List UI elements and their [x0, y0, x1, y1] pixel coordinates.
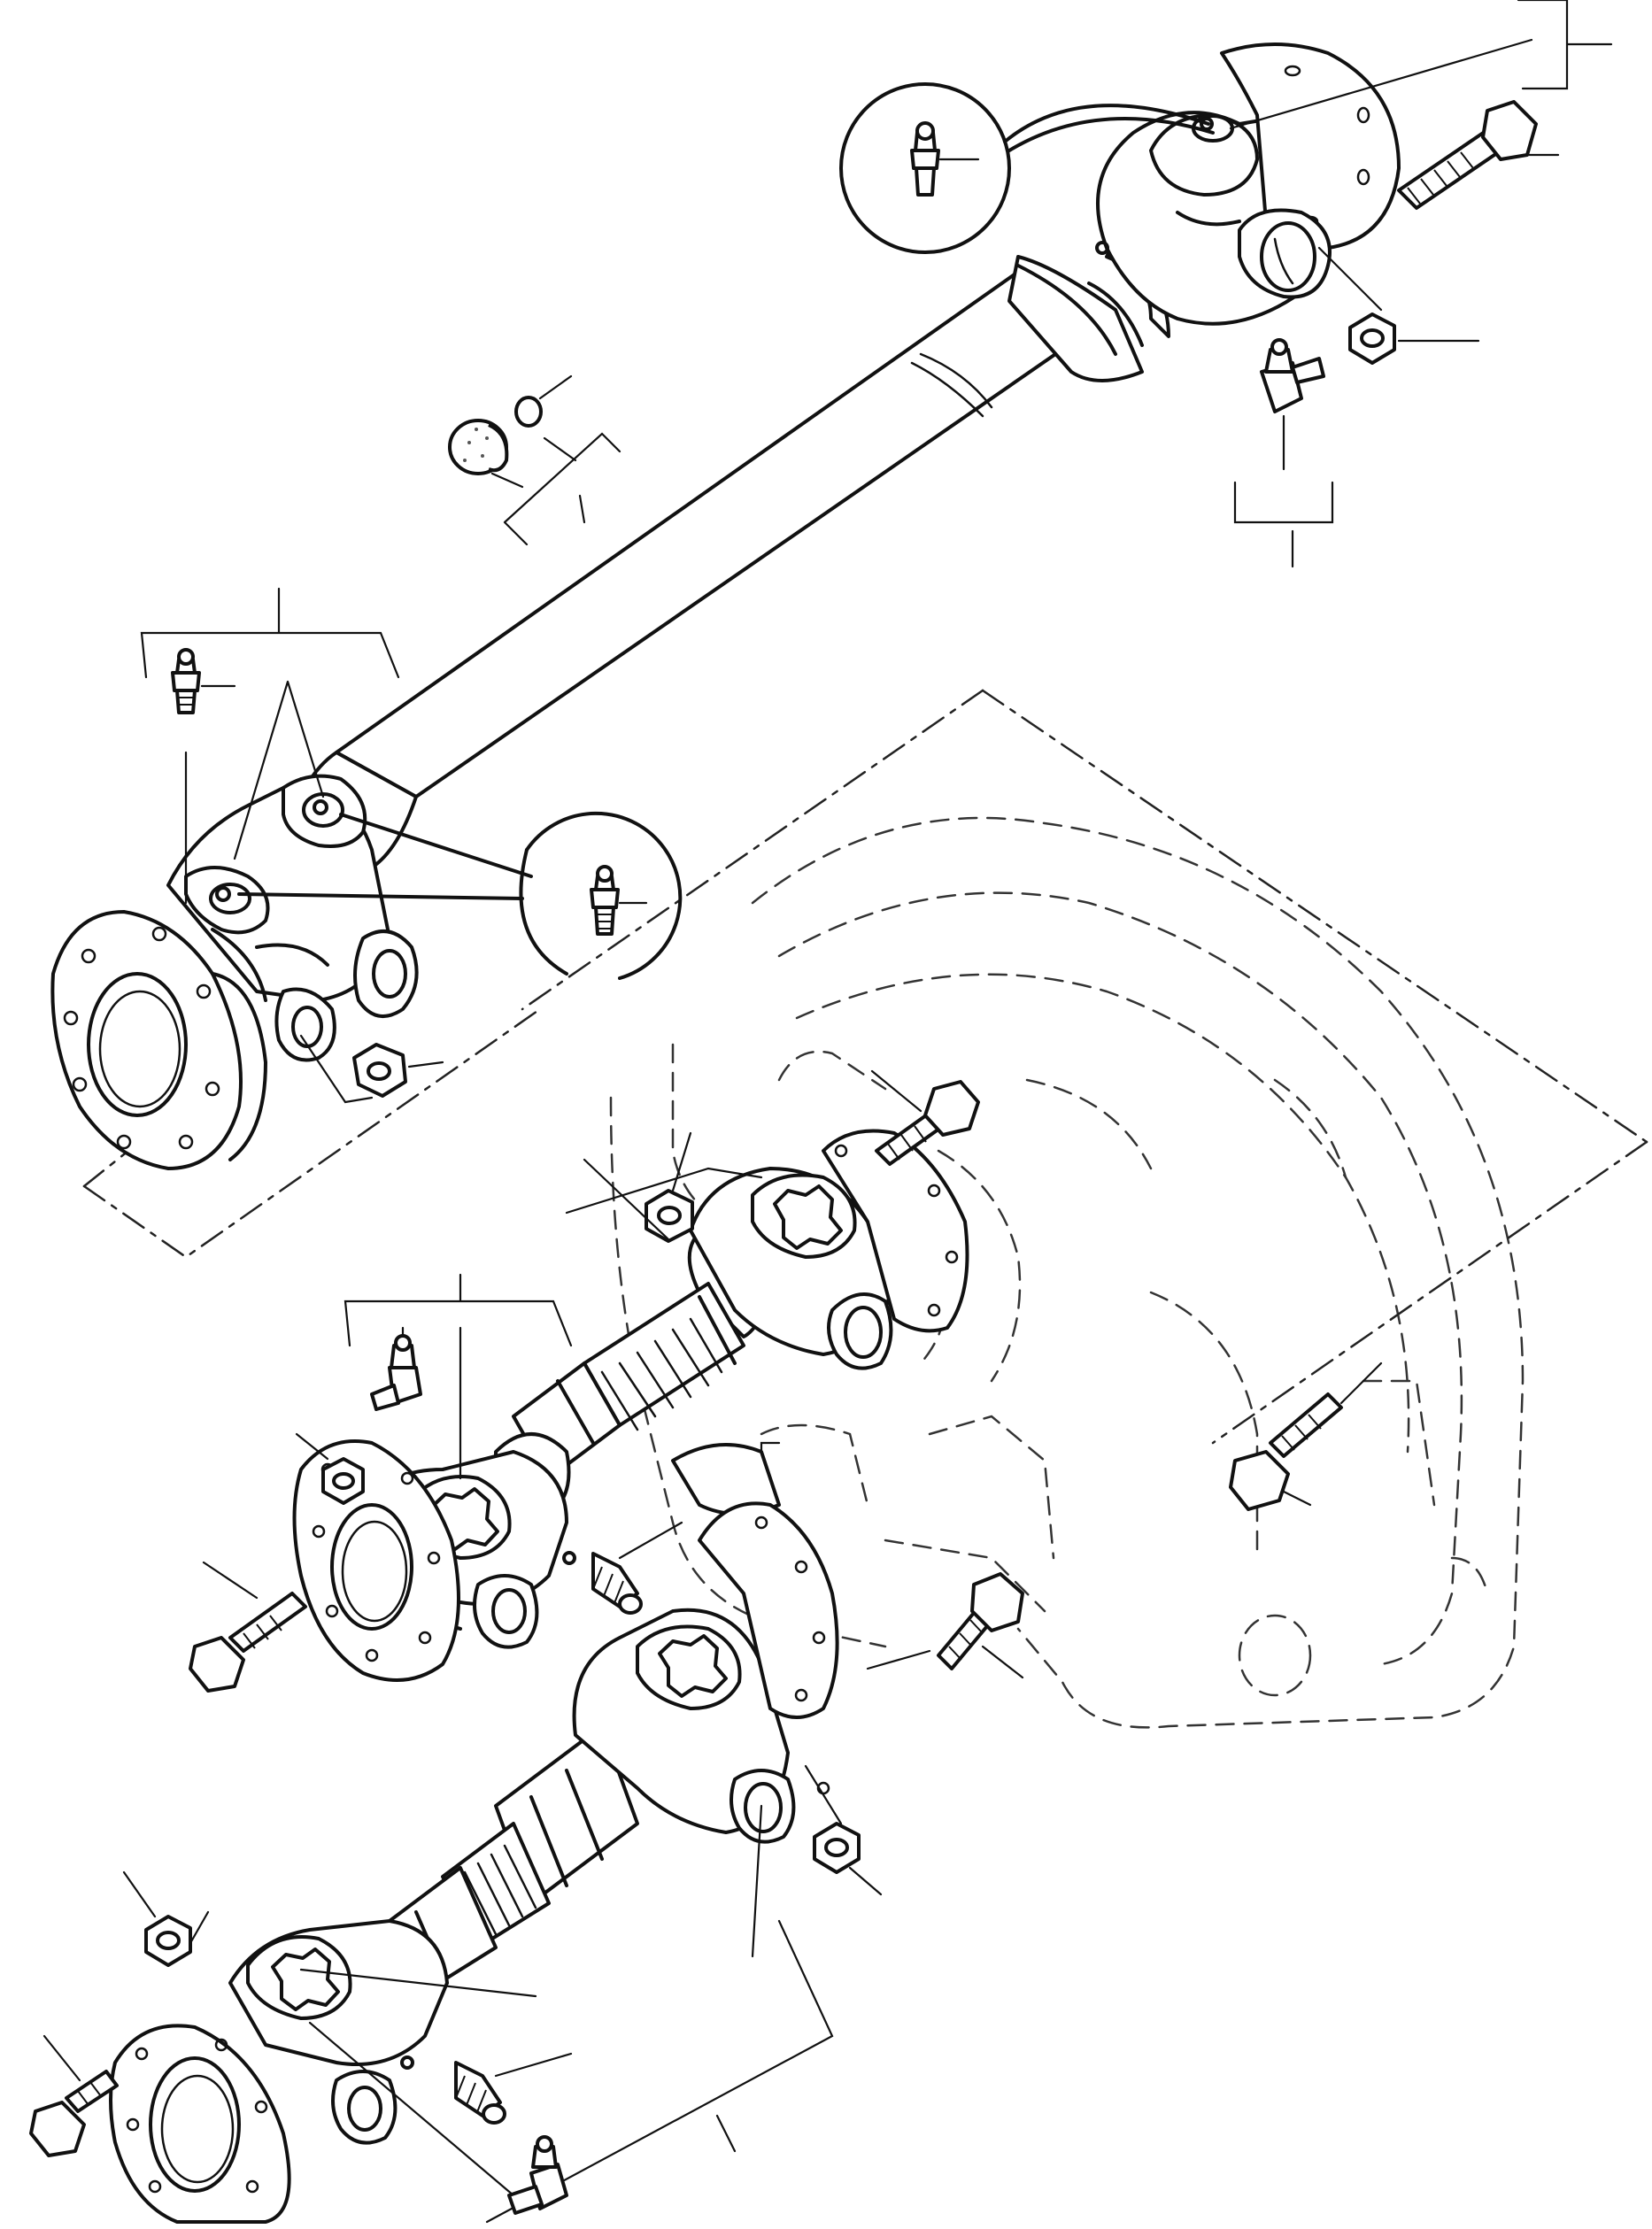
angled-grease-nipple-icon	[507, 2135, 568, 2215]
callout-bracket-cap	[490, 432, 621, 546]
grease-nipple-inset-top	[839, 82, 1215, 254]
grease-nipple-icon	[910, 121, 940, 197]
angled-grease-nipple-icon	[1233, 338, 1334, 568]
bolt-icon	[870, 1069, 980, 1166]
upper-front-flange-yoke	[50, 751, 419, 1170]
bolt-icon	[189, 1561, 307, 1693]
nut-icon	[1317, 246, 1480, 365]
angled-grease-nipple-icon	[370, 1326, 422, 1411]
bolt-icon	[29, 2034, 119, 2157]
grease-nipple-inset-middle	[237, 811, 683, 980]
grease-nipple-icon	[591, 1521, 683, 1615]
upper-drive-shaft	[335, 237, 1170, 798]
grease-nipple-icon	[454, 2052, 573, 2125]
callout-leader-top	[1229, 38, 1533, 130]
nut-icon	[299, 1034, 444, 1104]
grease-nipple-icon	[590, 865, 620, 936]
nut-icon	[295, 1432, 365, 1505]
snap-ring-icon	[514, 374, 573, 428]
lower-drive-shaft	[109, 1443, 839, 2224]
bolt-icon	[866, 1572, 1024, 1679]
dust-cap-icon	[448, 419, 509, 475]
callout-bracket-lower	[485, 1919, 834, 2224]
callout-leader-spider	[233, 680, 325, 860]
nut-icon	[804, 1764, 883, 1896]
upper-rear-flange-yoke	[1095, 42, 1401, 326]
bolt-icon	[1397, 100, 1560, 210]
callout-bracket-left	[140, 587, 400, 679]
callout-bracket-top	[1517, 0, 1613, 90]
callout-bracket-middle	[344, 1273, 573, 1347]
grease-nipple-icon	[171, 648, 236, 714]
nut-icon	[565, 1131, 763, 1243]
nut-icon	[122, 1870, 210, 1967]
callout-leader-lower	[299, 1804, 763, 2197]
bolt-icon	[1229, 1361, 1383, 1511]
